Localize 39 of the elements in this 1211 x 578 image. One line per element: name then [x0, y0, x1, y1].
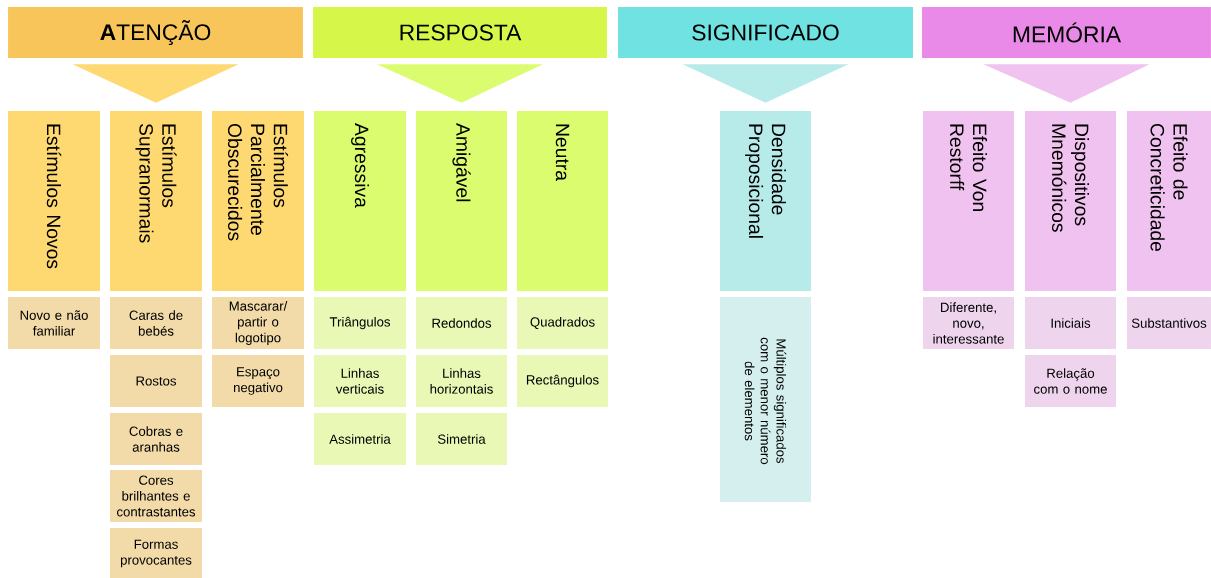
item-box: Rostos	[110, 355, 202, 407]
item-box: Linhas horizontais	[416, 355, 507, 407]
category-box: Dispositivos Mnemónicos	[1025, 111, 1116, 291]
category-header: MEMÓRIA	[922, 7, 1211, 58]
category-box: Neutra	[517, 111, 608, 291]
item-box: Cores brilhantes e contrastantes	[110, 470, 202, 522]
item-box: Assimetria	[314, 413, 406, 465]
item-box: Redondos	[416, 297, 507, 349]
chevron-arrow	[682, 64, 849, 103]
category-box: Estímulos Novos	[8, 111, 100, 291]
chevron-arrow	[377, 64, 543, 103]
item-box: Espaço negativo	[212, 355, 304, 407]
item-box: Triângulos	[314, 297, 406, 349]
category-box: Estímulos Parcialmente Obscurecidos	[212, 111, 304, 291]
category-box: Agressiva	[314, 111, 406, 291]
item-box: Simetria	[416, 413, 507, 465]
chevron-arrow	[983, 64, 1150, 103]
item-box: Múltiplos significados com o menor número de elementos	[720, 297, 811, 502]
item-box: Substantivos	[1127, 297, 1211, 349]
item-box: Mascarar/ partir o logotipo	[212, 297, 304, 349]
category-box: Densidade Proposicional	[720, 111, 811, 291]
item-box: Quadrados	[517, 297, 608, 349]
item-box: Cobras e aranhas	[110, 413, 202, 465]
category-box: Estímulos Supranormais	[110, 111, 202, 291]
category-box: Amigável	[416, 111, 507, 291]
category-header: RESPOSTA	[313, 7, 607, 58]
item-box: Relação com o nome	[1025, 355, 1116, 407]
item-box: Caras de bebés	[110, 297, 202, 349]
chevron-arrow	[72, 64, 239, 103]
category-header: ATENÇÃO	[8, 7, 303, 58]
item-box: Diferente, novo, interessante	[923, 297, 1014, 349]
item-box: Linhas verticais	[314, 355, 406, 407]
category-box: Efeito Von Restorff	[923, 111, 1014, 291]
category-header: SIGNIFICADO	[618, 7, 913, 58]
item-box: Formas provocantes	[110, 528, 202, 578]
item-box: Iniciais	[1025, 297, 1116, 349]
category-box: Efeito de Concreticidade	[1127, 111, 1211, 291]
item-box: Rectângulos	[517, 355, 608, 407]
item-box: Novo e não familiar	[8, 297, 100, 349]
